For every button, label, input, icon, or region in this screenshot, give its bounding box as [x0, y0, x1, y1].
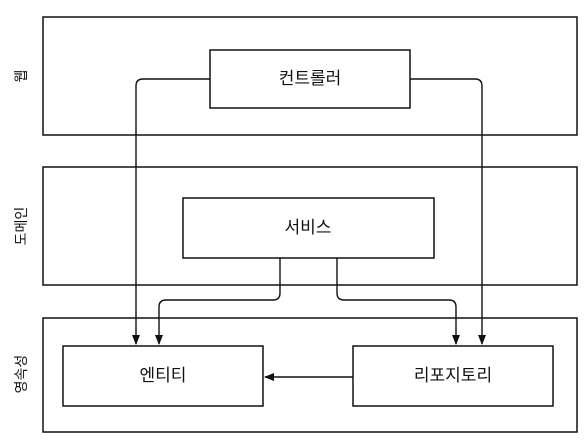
- edge-service-to-repository: [336, 258, 460, 345]
- edge-service-to-entity: [155, 258, 281, 345]
- node-repository-box: [352, 345, 554, 407]
- node-service: 서비스: [182, 197, 435, 259]
- node-entity: 엔티티: [62, 345, 264, 407]
- edge-controller-to-entity: [132, 78, 210, 345]
- node-entity-box: [62, 345, 264, 407]
- node-entity-label: 엔티티: [140, 366, 187, 386]
- node-repository: 리포지토리: [352, 345, 554, 407]
- node-repository-label: 리포지토리: [414, 366, 492, 386]
- node-service-label: 서비스: [285, 218, 332, 238]
- node-controller-label: 컨트롤러: [279, 69, 342, 89]
- edge-controller-to-repository: [410, 78, 486, 345]
- layer-web-label: 웹: [14, 70, 30, 83]
- layer-domain-box: [42, 166, 578, 286]
- node-controller: 컨트롤러: [209, 49, 411, 109]
- layer-domain-label: 도메인: [14, 207, 30, 246]
- node-service-box: [182, 197, 435, 259]
- layer-domain: 도메인: [14, 166, 578, 286]
- layer-persistence-label: 영속성: [14, 355, 30, 394]
